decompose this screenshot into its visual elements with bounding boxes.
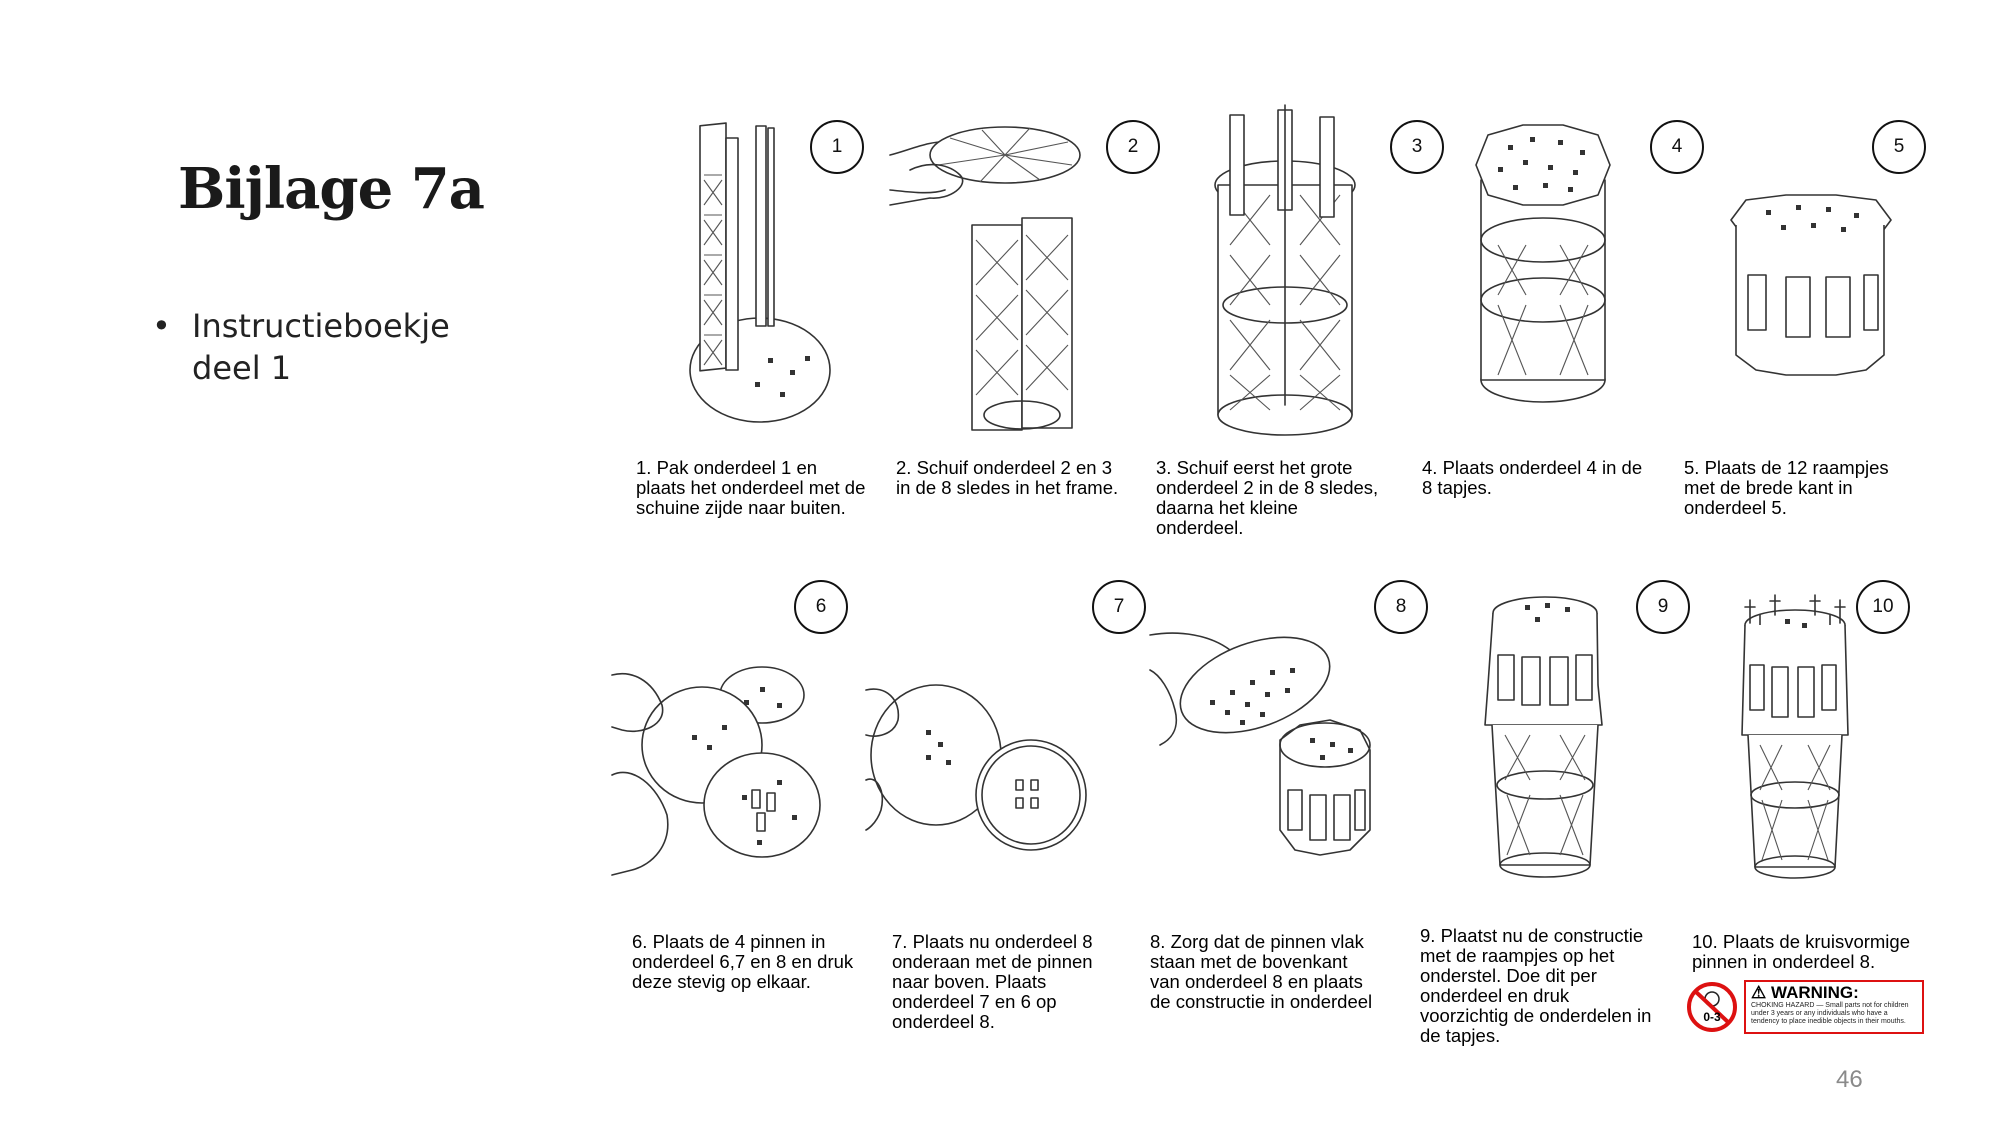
step-8-badge: 8 [1374,580,1428,634]
step-2-illustration [889,110,1110,440]
warning-heading: ⚠ WARNING: [1751,984,1917,1002]
step-2-badge: 2 [1106,120,1160,174]
step-9-badge: 9 [1636,580,1690,634]
warning-heading-text: WARNING: [1770,983,1859,1002]
page-number: 46 [1836,1066,1863,1093]
step-6-badge: 6 [794,580,848,634]
step-4-badge: 4 [1650,120,1704,174]
step-8-caption: 8. Zorg dat de pinnen vlak staan met de … [1150,931,1373,1012]
step-3-caption: 3. Schuif eerst het grote onderdeel 2 in… [1156,457,1379,538]
step-10-caption: 10. Plaats de kruisvormige pinnen in ond… [1692,931,1910,972]
step-4-illustration [1468,124,1618,415]
step-8-illustration [1149,630,1371,860]
step-6-caption: 6. Plaats de 4 pinnen in onderdeel 6,7 e… [632,931,854,992]
step-10-illustration [1730,585,1860,880]
step-7-caption: 7. Plaats nu onderdeel 8 onderaan met de… [892,931,1093,1032]
step-7-badge: 7 [1092,580,1146,634]
step-7-illustration [865,680,1091,855]
step-1-illustration [660,120,840,430]
step-3-illustration [1200,104,1370,440]
step-5-caption: 5. Plaats de 12 raampjes met de brede ka… [1684,457,1889,518]
step-1-badge: 1 [810,120,864,174]
step-3-badge: 3 [1390,120,1444,174]
step-5-illustration [1726,194,1896,385]
bullet-dot-icon: • [152,307,171,345]
warning-box: ⚠ WARNING: CHOKING HAZARD — Small parts … [1744,980,1924,1034]
slide-title: Bijlage 7a [178,156,485,222]
warning-age: 0-3 [1703,1010,1721,1024]
bullet-text: Instructieboekje deel 1 [192,307,450,387]
step-6-illustration [611,665,837,876]
choking-hazard-warning: 0-3 ⚠ WARNING: CHOKING HAZARD — Small pa… [1686,978,1924,1036]
step-9-caption: 9. Plaatst nu de constructie met de raam… [1420,925,1652,1046]
step-10-badge: 10 [1856,580,1910,634]
warning-triangle-icon: ⚠ [1751,983,1767,1002]
step-2-caption: 2. Schuif onderdeel 2 en 3 in de 8 slede… [896,457,1119,498]
step-5-badge: 5 [1872,120,1926,174]
no-small-children-icon: 0-3 [1686,981,1738,1033]
step-9-illustration [1470,595,1620,880]
bullet-item: • Instructieboekje deel 1 [152,305,512,389]
step-1-caption: 1. Pak onderdeel 1 en plaats het onderde… [636,457,866,518]
warning-text: CHOKING HAZARD — Small parts not for chi… [1751,1002,1909,1025]
step-4-caption: 4. Plaats onderdeel 4 in de 8 tapjes. [1422,457,1643,498]
